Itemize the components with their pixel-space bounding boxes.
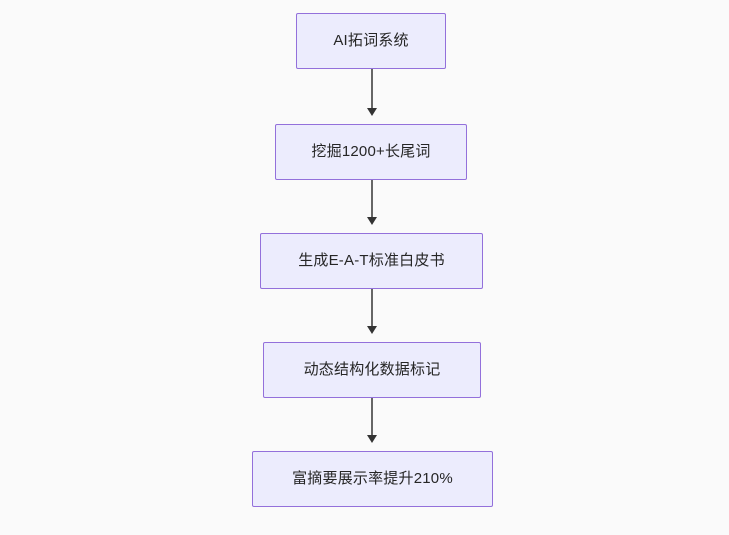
node-label: 富摘要展示率提升210% (292, 470, 453, 487)
flowchart-node-ai-keyword-system[interactable]: AI拓词系统 (296, 13, 446, 69)
flowchart-node-rich-snippet-rate-increase[interactable]: 富摘要展示率提升210% (252, 451, 493, 507)
node-label: 挖掘1200+长尾词 (311, 143, 431, 160)
node-label: AI拓词系统 (333, 32, 409, 49)
edge-line (371, 398, 373, 436)
flowchart-node-mine-longtail-keywords[interactable]: 挖掘1200+长尾词 (275, 124, 467, 180)
flowchart-node-generate-eat-whitepaper[interactable]: 生成E-A-T标准白皮书 (260, 233, 483, 289)
flowchart-node-dynamic-structured-data-markup[interactable]: 动态结构化数据标记 (263, 342, 481, 398)
node-label: 动态结构化数据标记 (303, 361, 441, 378)
arrowhead-icon (367, 217, 377, 225)
arrowhead-icon (367, 108, 377, 116)
arrowhead-icon (367, 326, 377, 334)
edge-line (371, 289, 373, 327)
edge-line (371, 69, 373, 109)
node-label: 生成E-A-T标准白皮书 (298, 252, 445, 269)
arrowhead-icon (367, 435, 377, 443)
edge-line (371, 180, 373, 218)
